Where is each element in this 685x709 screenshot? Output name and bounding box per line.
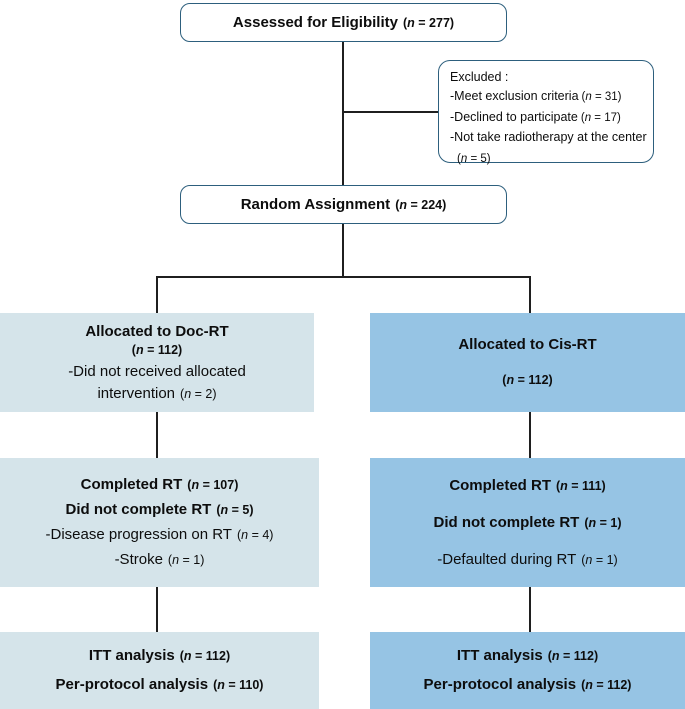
alloc-doc-rt-not-received-1: -Did not received allocated <box>68 362 246 380</box>
connector-left-alloc-to-completed <box>156 412 158 458</box>
allocated-cis-rt-box: Allocated to Cis-RT (n = 112) <box>370 313 685 412</box>
alloc-doc-rt-count: (n = 112) <box>131 342 183 357</box>
alloc-doc-rt-not-received-2: intervention(n = 2) <box>97 384 217 402</box>
allocated-doc-rt-box: Allocated to Doc-RT (n = 112) -Did not r… <box>0 313 314 412</box>
itt-right-line: ITT analysis(n = 112) <box>456 647 599 664</box>
excluded-item-declined: -Declined to participate(n = 17) <box>450 109 621 124</box>
excluded-item-exclusion-criteria: -Meet exclusion criteria(n = 31) <box>450 89 622 104</box>
stroke-line: -Stroke(n = 1) <box>114 551 205 568</box>
itt-left-line: ITT analysis(n = 112) <box>88 647 231 664</box>
excluded-item-no-radiotherapy-count: (n = 5) <box>457 152 491 165</box>
itt-analysis-left-box: ITT analysis(n = 112) Per-protocol analy… <box>0 632 319 709</box>
connector-to-excluded <box>343 111 439 113</box>
connector-split-right-arm <box>529 277 531 314</box>
connector-right-completed-to-itt <box>529 587 531 632</box>
alloc-cis-rt-count: (n = 112) <box>502 373 553 387</box>
excluded-box: Excluded : -Meet exclusion criteria(n = … <box>438 60 654 165</box>
assessed-eligibility-box: Assessed for Eligibility(n = 277) <box>180 3 507 42</box>
did-not-complete-rt-left-line: Did not complete RT(n = 5) <box>65 501 254 518</box>
per-protocol-right-line: Per-protocol analysis(n = 112) <box>423 676 632 693</box>
did-not-complete-rt-right-line: Did not complete RT(n = 1) <box>433 513 622 531</box>
random-assignment-label: Random Assignment(n = 224) <box>240 195 447 213</box>
disease-progression-line: -Disease progression on RT(n = 4) <box>45 526 274 543</box>
itt-analysis-right-box: ITT analysis(n = 112) Per-protocol analy… <box>370 632 685 709</box>
completed-rt-left-line: Completed RT(n = 107) <box>80 476 239 493</box>
alloc-cis-rt-title: Allocated to Cis-RT <box>458 336 597 353</box>
excluded-title: Excluded : <box>450 70 509 84</box>
defaulted-line: -Defaulted during RT(n = 1) <box>437 550 618 568</box>
connector-random-down <box>342 224 344 277</box>
completed-rt-right-box: Completed RT(n = 111) Did not complete R… <box>370 458 685 587</box>
excluded-item-no-radiotherapy: -Not take radiotherapy at the center <box>450 130 647 145</box>
connector-right-alloc-to-completed <box>529 412 531 458</box>
random-assignment-box: Random Assignment(n = 224) <box>180 185 507 224</box>
completed-rt-left-box: Completed RT(n = 107) Did not complete R… <box>0 458 319 587</box>
connector-split-left-arm <box>156 277 158 314</box>
completed-rt-right-line: Completed RT(n = 111) <box>449 476 606 494</box>
connector-split-horizontal <box>156 276 531 278</box>
connector-assessed-to-random <box>342 42 344 185</box>
per-protocol-left-line: Per-protocol analysis(n = 110) <box>55 676 264 693</box>
assessed-eligibility-label: Assessed for Eligibility(n = 277) <box>232 13 455 31</box>
alloc-doc-rt-title: Allocated to Doc-RT <box>85 322 229 340</box>
connector-left-completed-to-itt <box>156 587 158 632</box>
